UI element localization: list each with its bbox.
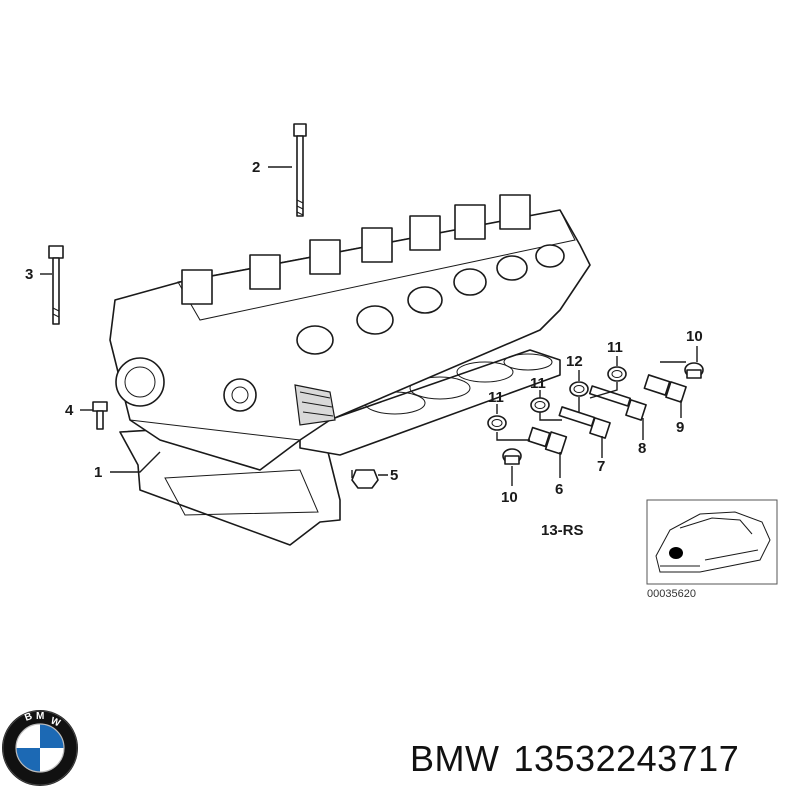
part-nut-5 [351, 469, 379, 489]
callout-11-mid: 11 [530, 375, 546, 392]
part-sensor-9 [643, 374, 687, 403]
part-head-bolt-long [293, 123, 307, 217]
part-number: 13532243717 [513, 738, 740, 779]
callout-11-right: 11 [607, 339, 623, 356]
part-caption: BMW 13532243717 [410, 738, 753, 780]
callout-5: 5 [390, 467, 398, 484]
callout-3: 3 [25, 266, 33, 283]
engine-location-marker [669, 547, 683, 559]
svg-text:W: W [49, 716, 62, 730]
group-label: 13-RS [541, 522, 584, 539]
part-bolt-4 [92, 401, 108, 430]
callout-4: 4 [65, 402, 74, 419]
part-ring-11-right [607, 366, 627, 382]
part-sensor-6 [527, 426, 568, 455]
callout-7: 7 [597, 458, 605, 475]
part-plug-10-left [502, 448, 522, 465]
bmw-logo: B M W [2, 710, 78, 786]
callout-8: 8 [638, 440, 646, 457]
callout-6: 6 [555, 481, 563, 498]
part-ring-11-mid [530, 397, 550, 413]
svg-text:M: M [36, 711, 44, 722]
part-ring-12 [569, 381, 589, 397]
callout-10-left: 10 [501, 489, 518, 506]
part-sensor-7 [558, 406, 611, 439]
callout-12: 12 [566, 353, 583, 370]
callout-10-right: 10 [686, 328, 703, 345]
callout-2: 2 [252, 159, 260, 176]
brand-name: BMW [410, 738, 500, 779]
car-locator-inset: 00035620 [646, 499, 778, 600]
part-bolt-3 [48, 245, 64, 325]
callout-1: 1 [94, 464, 102, 481]
part-ring-11-left [487, 415, 507, 431]
callout-11-left: 11 [488, 389, 504, 406]
part-plug-10-right [684, 362, 704, 379]
leader-lines [40, 166, 698, 486]
cylinder-head [109, 194, 591, 471]
svg-text:B: B [23, 711, 34, 724]
reference-code: 00035620 [647, 588, 696, 600]
callout-labels: 1 2 3 4 5 6 7 8 9 10 10 11 11 11 12 13-R… [25, 159, 703, 539]
part-sensor-8 [588, 385, 647, 421]
callout-9: 9 [676, 419, 684, 436]
